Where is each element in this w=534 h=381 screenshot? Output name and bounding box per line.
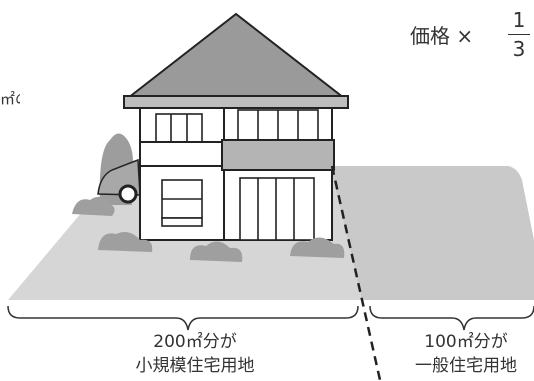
general-lot-area: 100㎡分が (424, 332, 508, 352)
brace-small-lot (7, 305, 359, 331)
balcony (221, 139, 335, 171)
price-times-label: 価格 × (410, 24, 474, 48)
shrubs (72, 196, 345, 262)
lower-window-left (161, 179, 203, 227)
fraction-bar (508, 34, 530, 35)
small-lot-area: 200㎡分が (153, 332, 237, 352)
eaves (123, 95, 349, 109)
small-lot-type: 小規模住宅用地 (135, 356, 255, 376)
car-icon (97, 158, 141, 204)
upper-window-left (155, 113, 203, 143)
upper-window-right (237, 109, 319, 143)
fraction-numerator: 1 (512, 8, 526, 32)
roof (125, 12, 347, 99)
small-lot-caption: 200㎡分が 小規模住宅用地 (100, 330, 290, 378)
middle-band (139, 141, 225, 167)
general-lot-type: 一般住宅用地 (415, 356, 517, 376)
general-lot-ground (330, 166, 534, 300)
general-lot-caption: 100㎡分が 一般住宅用地 (398, 330, 534, 378)
boundary-dashed-line (330, 165, 382, 381)
cropped-text-fragment: ㎡の (0, 90, 20, 108)
fraction-denominator: 3 (512, 37, 526, 61)
lower-window-right (239, 177, 315, 241)
price-formula: 価格 × 1 3 (410, 8, 530, 68)
fraction: 1 3 (508, 8, 530, 61)
brace-general-lot (369, 305, 534, 331)
